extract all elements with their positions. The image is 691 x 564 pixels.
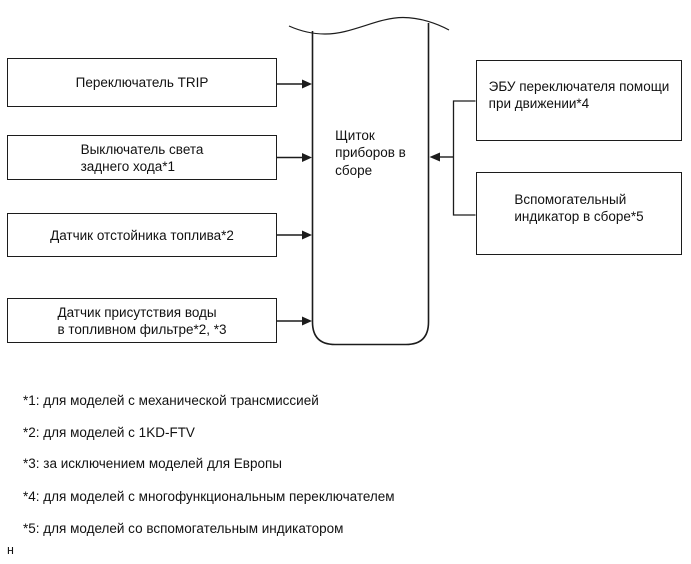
box-backup-light-switch-label: Выключатель света заднего хода*1 — [80, 141, 204, 174]
instrument-cluster-label-text: Щиток приборов в сборе — [335, 127, 406, 178]
box-auxiliary-indicator-label: Вспомогательный индикатор в сборе*5 — [514, 191, 644, 224]
arrow-head-sedimenter — [302, 230, 312, 240]
arrow-head-water-sensor — [302, 316, 312, 326]
box-water-in-fuel-sensor-label: Датчик присутствия воды в топливном филь… — [57, 304, 227, 337]
footnote-1: *1: для моделей с механической трансмисс… — [23, 393, 319, 408]
instrument-cluster-label: Щиток приборов в сборе — [312, 122, 429, 184]
box-water-in-fuel-sensor: Датчик присутствия воды в топливном филь… — [7, 298, 277, 343]
arrow-head-right-group — [429, 152, 440, 162]
arrow-head-backup-light — [302, 153, 312, 162]
page-corner-char: н — [7, 543, 14, 557]
arrow-head-trip — [302, 79, 312, 89]
box-fuel-sedimenter-sensor: Датчик отстойника топлива*2 — [7, 213, 277, 257]
box-auxiliary-indicator: Вспомогательный индикатор в сборе*5 — [476, 172, 682, 255]
box-trip-switch-label: Переключатель TRIP — [75, 75, 209, 90]
box-fuel-sedimenter-sensor-label: Датчик отстойника топлива*2 — [50, 227, 234, 243]
footnote-5: *5: для моделей со вспомогательным индик… — [23, 521, 344, 536]
footnote-4: *4: для моделей с многофункциональным пе… — [23, 489, 395, 504]
break-wave-line — [288, 16, 450, 35]
instrument-cluster-box-outline — [311, 23, 430, 346]
right-connector-line — [452, 100, 476, 216]
footnote-3: *3: за исключением моделей для Европы — [23, 456, 282, 471]
footnote-2: *2: для моделей с 1KD-FTV — [23, 425, 195, 440]
box-trip-switch: Переключатель TRIP — [7, 58, 277, 107]
box-drive-assist-ecu-label: ЭБУ переключателя помощи при движении*4 — [488, 78, 670, 111]
box-drive-assist-ecu: ЭБУ переключателя помощи при движении*4 — [476, 60, 682, 141]
box-backup-light-switch: Выключатель света заднего хода*1 — [7, 135, 277, 180]
